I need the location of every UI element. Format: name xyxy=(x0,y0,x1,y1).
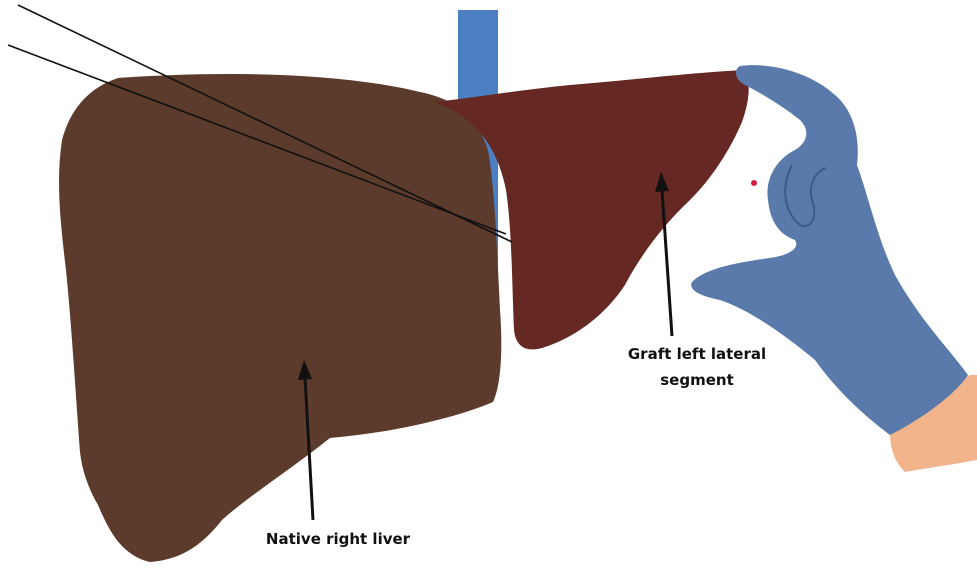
native-liver-label: Native right liver xyxy=(266,530,411,548)
graft-label-line1: Graft left lateral xyxy=(628,345,766,363)
graft-label-line2: segment xyxy=(660,371,734,389)
blood-spot xyxy=(751,180,757,186)
native-right-liver xyxy=(59,74,501,562)
